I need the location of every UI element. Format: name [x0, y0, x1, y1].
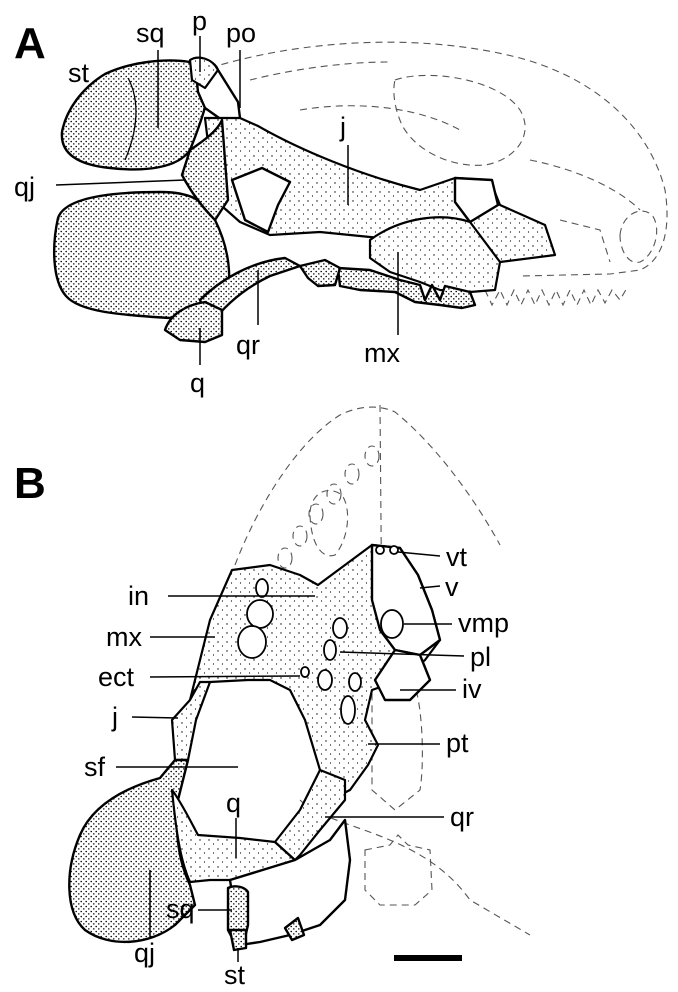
label-a-sq: sq	[136, 18, 165, 48]
vomerine-tooth-left	[376, 546, 384, 554]
label-a-q: q	[190, 368, 205, 398]
panel-letter-a: A	[14, 19, 46, 68]
label-b-pl: pl	[470, 642, 491, 672]
label-b-ect: ect	[98, 662, 135, 692]
label-a-st: st	[68, 58, 90, 88]
label-b-in: in	[128, 581, 149, 611]
supratemporal-bone-b	[230, 930, 246, 950]
label-a-qr: qr	[236, 330, 260, 360]
label-b-q: q	[226, 788, 241, 818]
leader-a-qj	[56, 180, 185, 185]
label-b-iv: iv	[462, 674, 482, 704]
label-b-pt: pt	[446, 728, 469, 758]
panel-a: A st sq p po j qj qr mx	[14, 6, 667, 398]
tooth-row-reconstruction	[485, 286, 628, 305]
leader-b-j	[132, 717, 178, 718]
panel-b: B	[14, 405, 530, 990]
label-a-mx: mx	[364, 338, 400, 368]
vomerine-medial-process	[381, 610, 403, 638]
label-b-vmp: vmp	[458, 608, 509, 638]
label-b-qr: qr	[450, 802, 474, 832]
panel-letter-b: B	[14, 459, 46, 508]
vomerine-tooth-right	[390, 546, 398, 554]
label-b-j: j	[111, 702, 118, 732]
label-b-vt: vt	[446, 542, 468, 572]
label-b-v: v	[445, 572, 459, 602]
label-b-st: st	[224, 960, 246, 990]
label-b-sq: sq	[166, 894, 195, 924]
label-a-qj: qj	[14, 172, 35, 202]
label-b-qj: qj	[134, 938, 155, 968]
choana-reconstruction	[310, 490, 348, 555]
label-a-po: po	[226, 18, 256, 48]
label-b-sf: sf	[84, 752, 106, 782]
label-a-p: p	[192, 6, 207, 36]
leader-b-ect	[150, 676, 300, 677]
quadrate-fragment	[300, 260, 340, 286]
label-a-j: j	[339, 112, 346, 142]
orbit-reconstruction	[394, 75, 525, 165]
label-b-mx: mx	[106, 622, 142, 652]
naris-reconstruction	[620, 211, 657, 262]
